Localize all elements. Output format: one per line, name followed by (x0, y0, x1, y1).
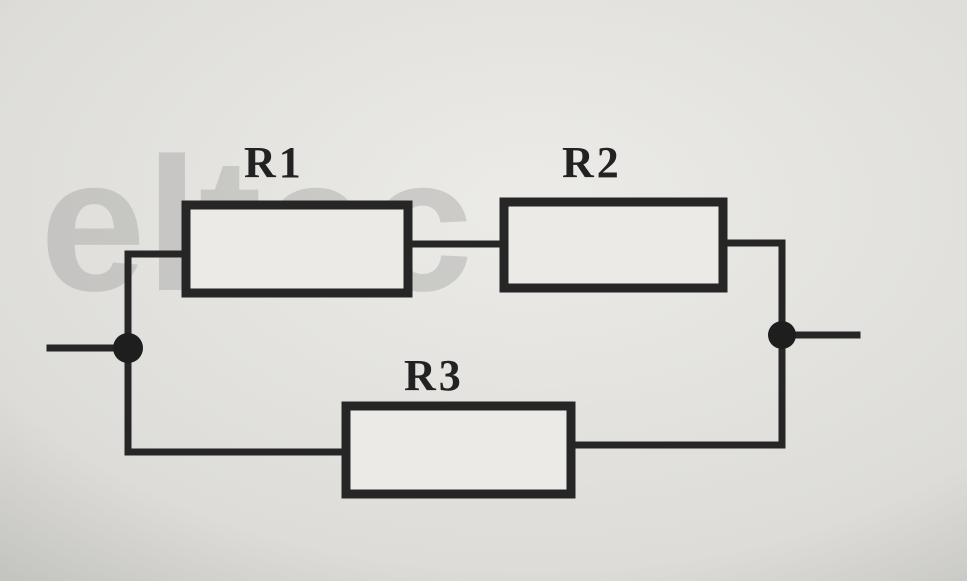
top-branch-left-wire (124, 250, 190, 352)
resistor-r2 (499, 197, 728, 293)
left-junction-node (113, 333, 143, 363)
resistor-r1 (181, 200, 413, 298)
top-branch-right-wire (719, 239, 786, 339)
wires (46, 239, 861, 456)
label-r1: R1 (244, 138, 304, 187)
label-r3: R3 (404, 351, 464, 400)
label-r2: R2 (562, 138, 622, 187)
bottom-branch-left-wire (124, 344, 350, 456)
right-junction-node (768, 321, 796, 349)
bottom-branch-right-wire (567, 331, 786, 449)
resistor-r3 (341, 401, 576, 499)
